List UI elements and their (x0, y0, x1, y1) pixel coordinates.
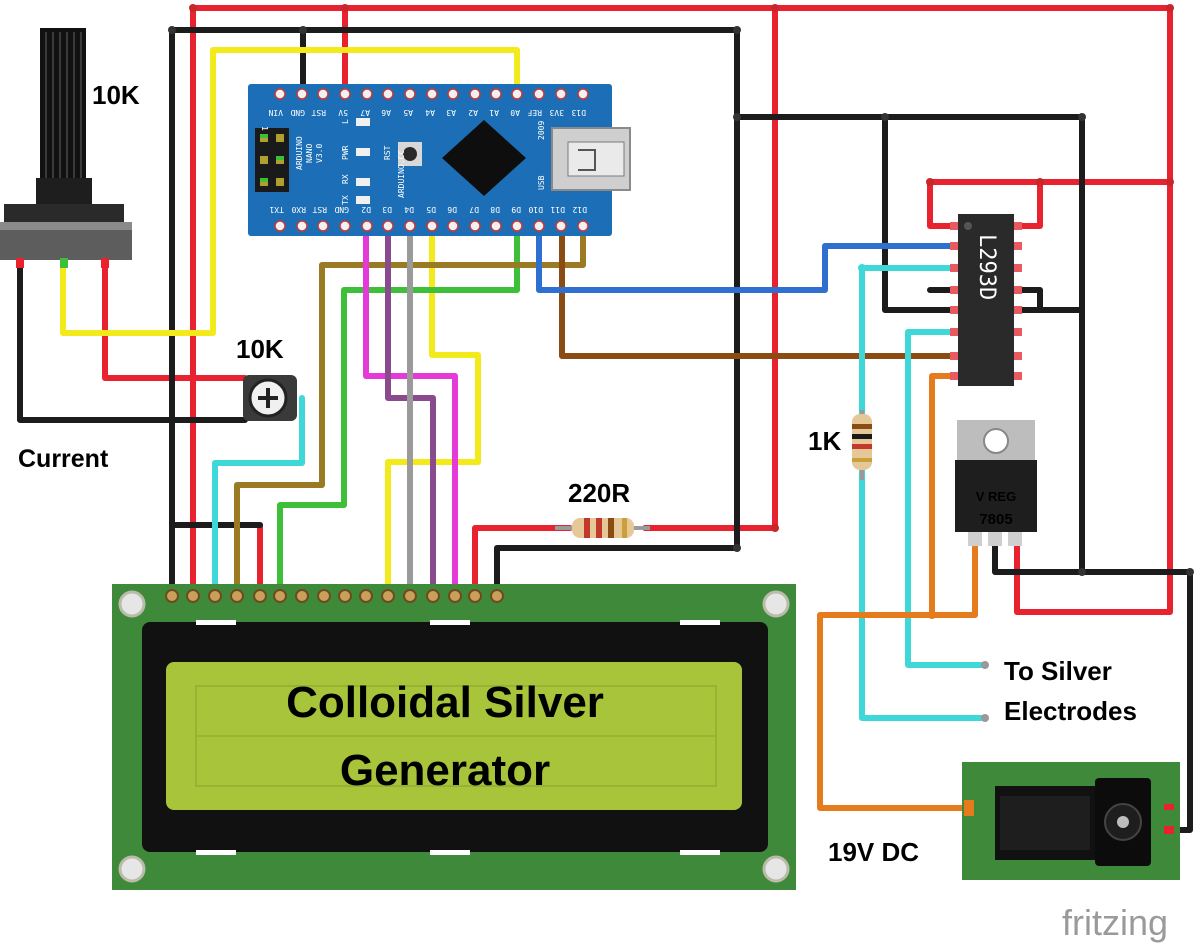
svg-text:REF: REF (527, 108, 542, 117)
wire-black-pot (17, 259, 248, 423)
svg-text:D5: D5 (426, 205, 436, 214)
wires (17, 5, 1193, 833)
lcd-line-1: Colloidal Silver (286, 678, 604, 727)
wire-orange-19v (817, 542, 978, 811)
svg-text:GND: GND (334, 205, 349, 214)
potentiometer (0, 28, 132, 268)
svg-text:RST: RST (312, 205, 327, 214)
nano-bottom-pins (274, 220, 589, 232)
svg-text:1: 1 (260, 126, 269, 131)
wire-red-l293 (927, 179, 1173, 229)
resistor-220-label: 220R (568, 478, 630, 508)
trimmer-potentiometer (243, 375, 297, 421)
svg-text:USB: USB (537, 175, 546, 190)
svg-text:PWR: PWR (341, 145, 350, 160)
trimmer-value-label: 10K (236, 334, 284, 364)
svg-text:D12: D12 (572, 205, 587, 214)
svg-text:ARDUINO.CC: ARDUINO.CC (397, 150, 406, 198)
wire-orange-l293 (929, 373, 958, 618)
svg-text:D4: D4 (404, 205, 414, 214)
fritzing-watermark: fritzing (1062, 902, 1168, 943)
wire-green-d9 (277, 222, 520, 598)
nano-top-pins (274, 88, 589, 100)
resistor-1k-label: 1K (808, 426, 841, 456)
svg-text:NANO: NANO (305, 144, 314, 163)
svg-text:A5: A5 (403, 108, 413, 117)
wire-black-mid (734, 114, 1193, 833)
diagram-labels: 10K 10K Current 220R 1K To Silver Electr… (18, 80, 1168, 943)
lcd-header-pins (165, 589, 504, 603)
svg-text:D10: D10 (528, 205, 543, 214)
lcd-line-2: Generator (340, 746, 550, 795)
nano-top-labels: VIN GND RST 5V A7 A6 A5 A4 A3 A2 A1 A0 R… (268, 108, 586, 117)
wire-cyan-elec (905, 329, 988, 668)
svg-text:RX: RX (341, 174, 350, 184)
svg-text:3V3: 3V3 (549, 108, 564, 117)
svg-text:5V: 5V (338, 108, 348, 117)
svg-text:D11: D11 (550, 205, 565, 214)
svg-text:TX: TX (341, 195, 350, 205)
wire-joints (168, 4, 1194, 722)
current-label: Current (18, 445, 109, 473)
svg-text:D9: D9 (511, 205, 521, 214)
svg-text:A4: A4 (425, 108, 435, 117)
power-label: 19V DC (828, 837, 919, 867)
l293d-chip: L293D (950, 214, 1022, 386)
svg-text:RST: RST (383, 145, 392, 160)
svg-text:D7: D7 (469, 205, 479, 214)
svg-text:A3: A3 (446, 108, 456, 117)
svg-text:D6: D6 (447, 205, 457, 214)
wire-red-trim (102, 259, 248, 381)
svg-text:V3.0: V3.0 (315, 144, 324, 163)
svg-text:D3: D3 (382, 205, 392, 214)
wire-cyan-1kb (859, 465, 988, 721)
svg-text:A0: A0 (510, 108, 520, 117)
arduino-nano: VIN GND RST 5V A7 A6 A5 A4 A3 A2 A1 A0 R… (239, 84, 631, 236)
svg-text:7805: 7805 (979, 511, 1012, 528)
svg-text:VIN: VIN (268, 108, 283, 117)
wire-red-l293b (1012, 179, 1043, 229)
wire-black-reg (992, 542, 1085, 575)
svg-text:A2: A2 (468, 108, 478, 117)
svg-text:ARDUINO: ARDUINO (295, 136, 304, 170)
svg-text:V REG: V REG (976, 489, 1016, 504)
pot-value-label: 10K (92, 80, 140, 110)
wire-red-top (190, 5, 1173, 615)
wire-red-ic (642, 5, 778, 531)
to-silver-label: To Silver (1004, 656, 1112, 686)
svg-text:D13: D13 (571, 108, 586, 117)
wire-black-l293r2 (1012, 287, 1043, 313)
svg-text:D8: D8 (490, 205, 500, 214)
wire-brown-d11 (559, 222, 958, 359)
dc-power-jack (962, 762, 1180, 880)
svg-text:RST: RST (311, 108, 326, 117)
nano-bottom-labels: TX1 RX0 RST GND D2 D3 D4 D5 D6 D7 D8 D9 … (269, 205, 587, 214)
voltage-regulator-7805: V REG 7805 (955, 420, 1037, 546)
svg-text:TX1: TX1 (269, 205, 284, 214)
resistor-1k (852, 410, 872, 480)
svg-text:RX0: RX0 (291, 205, 306, 214)
svg-text:2009: 2009 (537, 121, 546, 140)
svg-text:L293D: L293D (974, 234, 999, 300)
svg-text:A1: A1 (489, 108, 499, 117)
svg-text:A7: A7 (360, 108, 370, 117)
resistor-220 (555, 518, 650, 538)
svg-text:GND: GND (290, 108, 305, 117)
lcd-module: Colloidal Silver Generator (112, 584, 796, 890)
electrodes-label: Electrodes (1004, 696, 1137, 726)
wire-blue-d10 (536, 222, 958, 293)
wire-olive-d12 (234, 222, 586, 598)
svg-text:L: L (341, 119, 350, 124)
wire-cyan-trim (212, 395, 305, 598)
svg-text:ICSP: ICSP (239, 171, 248, 190)
svg-text:A6: A6 (381, 108, 391, 117)
wire-black-l293 (882, 114, 958, 313)
wire-red-220 (472, 525, 573, 598)
wire-yellow-a0 (60, 47, 520, 336)
wire-yellow-d5 (385, 222, 481, 598)
svg-text:D2: D2 (361, 205, 371, 214)
